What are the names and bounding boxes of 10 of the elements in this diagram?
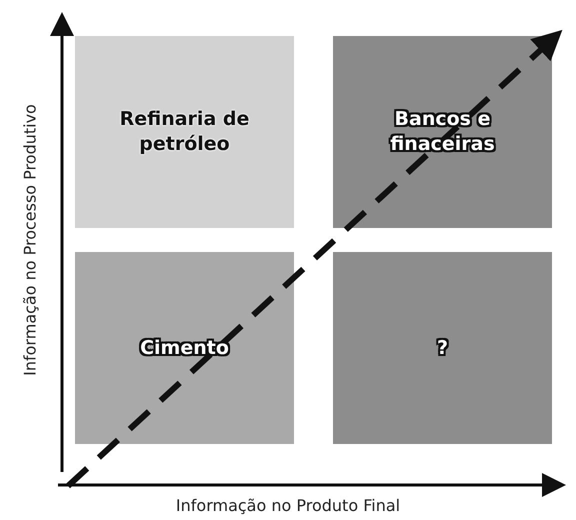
quadrant-label: Refinaria de petróleo <box>118 107 250 157</box>
quadrant-label: Cimento <box>140 336 229 360</box>
quadrant-box <box>75 36 294 228</box>
quadrant-label: Bancos e finaceiras <box>389 107 496 157</box>
quadrant-box <box>333 252 552 444</box>
axis-title: Informação no Produto Final <box>176 496 400 515</box>
axis-title: Informação no Processo Produtivo <box>20 104 40 376</box>
quadrant-box <box>333 36 552 228</box>
quadrant-label: ? <box>436 336 448 360</box>
quadrant-box <box>75 252 294 444</box>
